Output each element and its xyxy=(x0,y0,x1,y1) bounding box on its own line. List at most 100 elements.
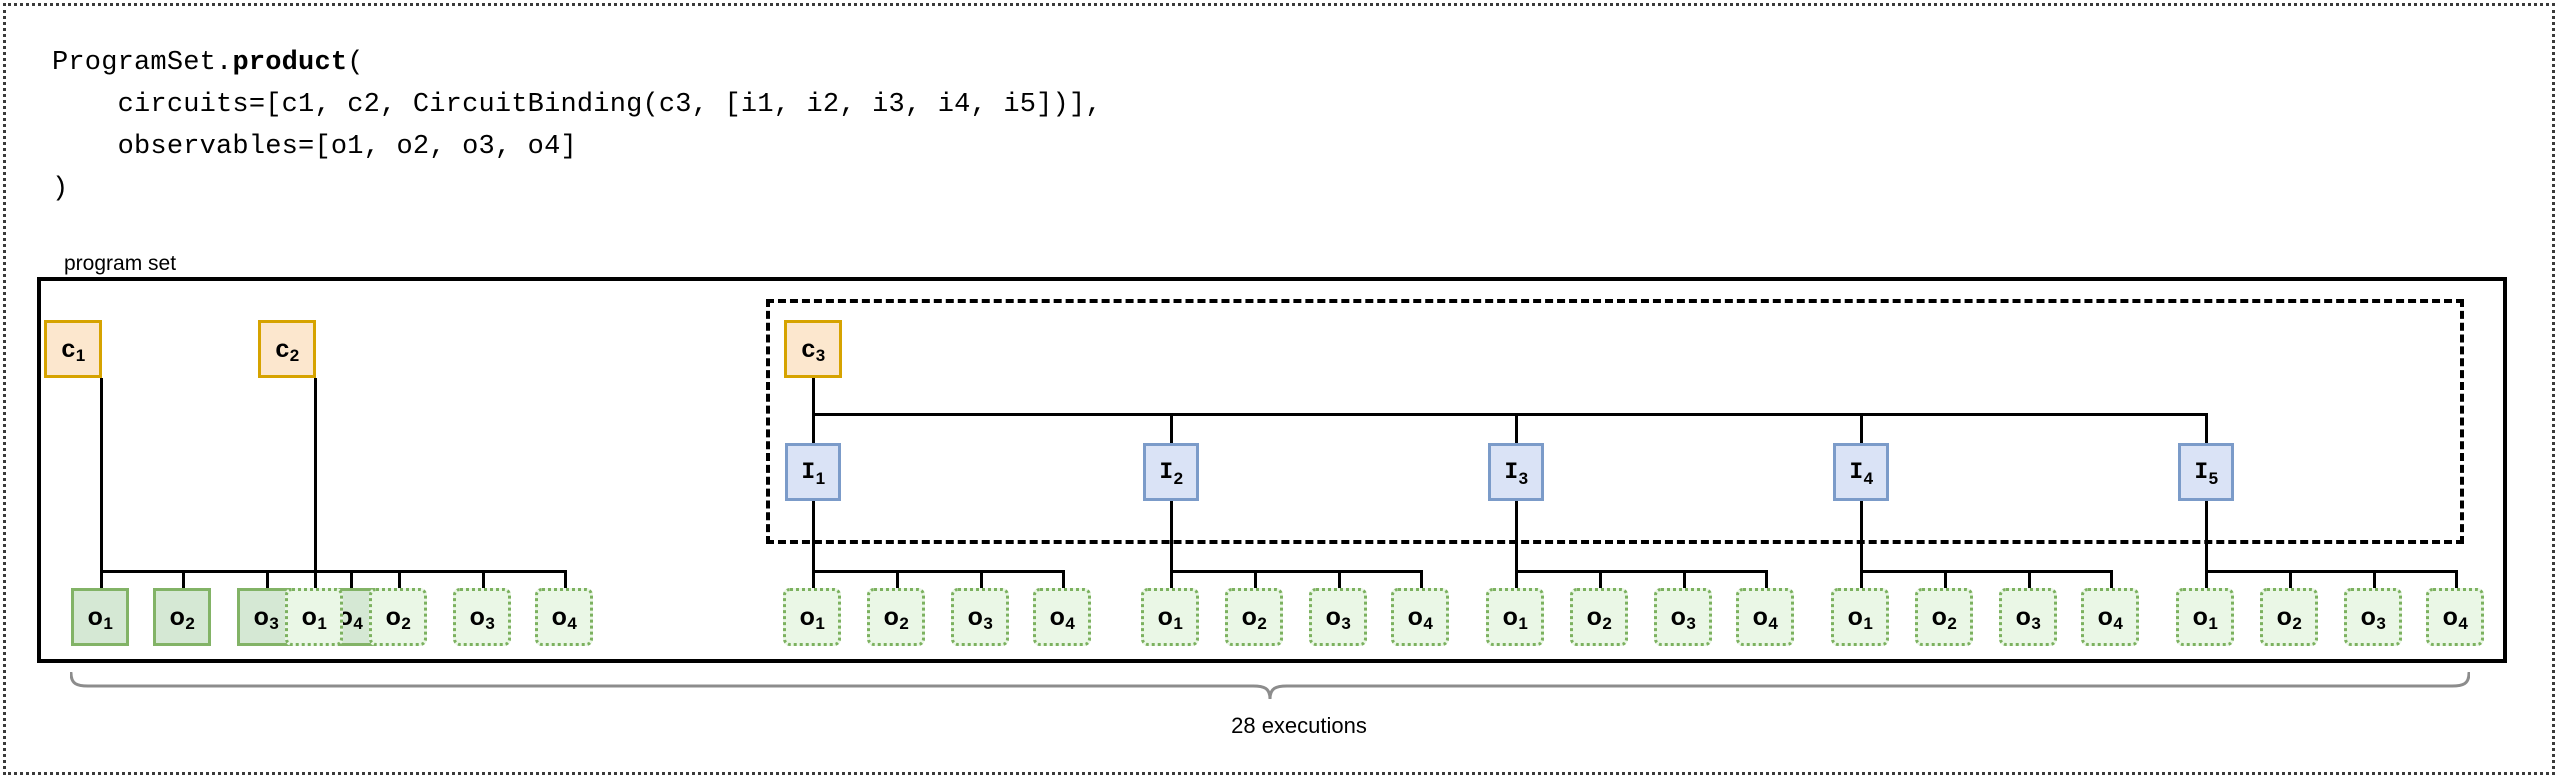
observable-label: o xyxy=(1586,602,1602,631)
connector-i1-o4-drop xyxy=(1062,570,1065,588)
connector-i3-stem xyxy=(1515,501,1518,570)
connector-i5-o4-drop xyxy=(2455,570,2458,588)
connector-c2-stem xyxy=(314,378,317,570)
observable-label: o xyxy=(1407,602,1423,631)
code-line-3: observables=[o1, o2, o3, o4] xyxy=(52,132,577,162)
connector-c2-bus xyxy=(314,570,566,573)
connector-i5-stem xyxy=(2205,501,2208,570)
observable-subscript: 3 xyxy=(1686,613,1696,633)
observable-subscript: 1 xyxy=(1173,613,1183,633)
observable-label: o xyxy=(1325,602,1341,631)
connector-i3-o2-drop xyxy=(1599,570,1602,588)
connector-i4-o1-drop xyxy=(1860,570,1863,588)
connector-i3-o3-drop xyxy=(1683,570,1686,588)
circuit-c3-label: c xyxy=(801,334,816,363)
connector-c2-o4-drop xyxy=(564,570,567,588)
connector-c1-stem xyxy=(100,378,103,570)
observable-subscript: 3 xyxy=(269,613,279,633)
connector-i5-bus xyxy=(2205,570,2457,573)
executions-caption: 28 executions xyxy=(0,713,2562,739)
observable-label: o xyxy=(799,602,815,631)
code-method-name: product xyxy=(232,48,348,78)
observable-subscript: 2 xyxy=(401,613,411,633)
connector-i2-bus xyxy=(1170,570,1422,573)
observable-subscript: 2 xyxy=(1947,613,1957,633)
observable-subscript: 2 xyxy=(2292,613,2302,633)
connector-c3-i4-drop xyxy=(1860,413,1863,443)
connector-c3-i2-drop xyxy=(1170,413,1173,443)
observable-subscript: 4 xyxy=(567,613,577,633)
observable-label: o xyxy=(253,602,269,631)
observable-label: o xyxy=(2015,602,2031,631)
observable-subscript: 3 xyxy=(1341,613,1351,633)
observable-subscript: 2 xyxy=(1257,613,1267,633)
connector-i1-o1-drop xyxy=(812,570,815,588)
param-i1-label: I xyxy=(801,458,816,485)
connector-i5-o3-drop xyxy=(2373,570,2376,588)
connector-c2-o1-drop xyxy=(314,570,317,588)
executions-brace xyxy=(70,672,2470,708)
connector-i4-o2-drop xyxy=(1944,570,1947,588)
connector-i1-o2-drop xyxy=(896,570,899,588)
program-set-label: program set xyxy=(64,252,177,275)
connector-i4-bus xyxy=(1860,570,2112,573)
connector-i2-o4-drop xyxy=(1420,570,1423,588)
param-i1-subscript: 1 xyxy=(815,468,826,488)
code-line-1: ProgramSet.product( xyxy=(52,48,364,78)
observable-subscript: 2 xyxy=(899,613,909,633)
connector-c1-o3-drop xyxy=(266,570,269,588)
observable-label: o xyxy=(967,602,983,631)
param-i4-label: I xyxy=(1849,458,1864,485)
observable-label: o xyxy=(469,602,485,631)
observable-label: o xyxy=(2360,602,2376,631)
connector-i3-bus xyxy=(1515,570,1767,573)
connector-i2-stem xyxy=(1170,501,1173,570)
observable-subscript: 1 xyxy=(103,613,113,633)
connector-i4-o3-drop xyxy=(2028,570,2031,588)
code-open-paren: ( xyxy=(347,48,364,78)
observable-label: o xyxy=(1157,602,1173,631)
observable-label: o xyxy=(1752,602,1768,631)
connector-i2-o2-drop xyxy=(1254,570,1257,588)
observable-label: o xyxy=(2276,602,2292,631)
observable-label: o xyxy=(87,602,103,631)
connector-i1-bus xyxy=(812,570,1064,573)
observable-label: o xyxy=(301,602,317,631)
observable-subscript: 3 xyxy=(2376,613,2386,633)
